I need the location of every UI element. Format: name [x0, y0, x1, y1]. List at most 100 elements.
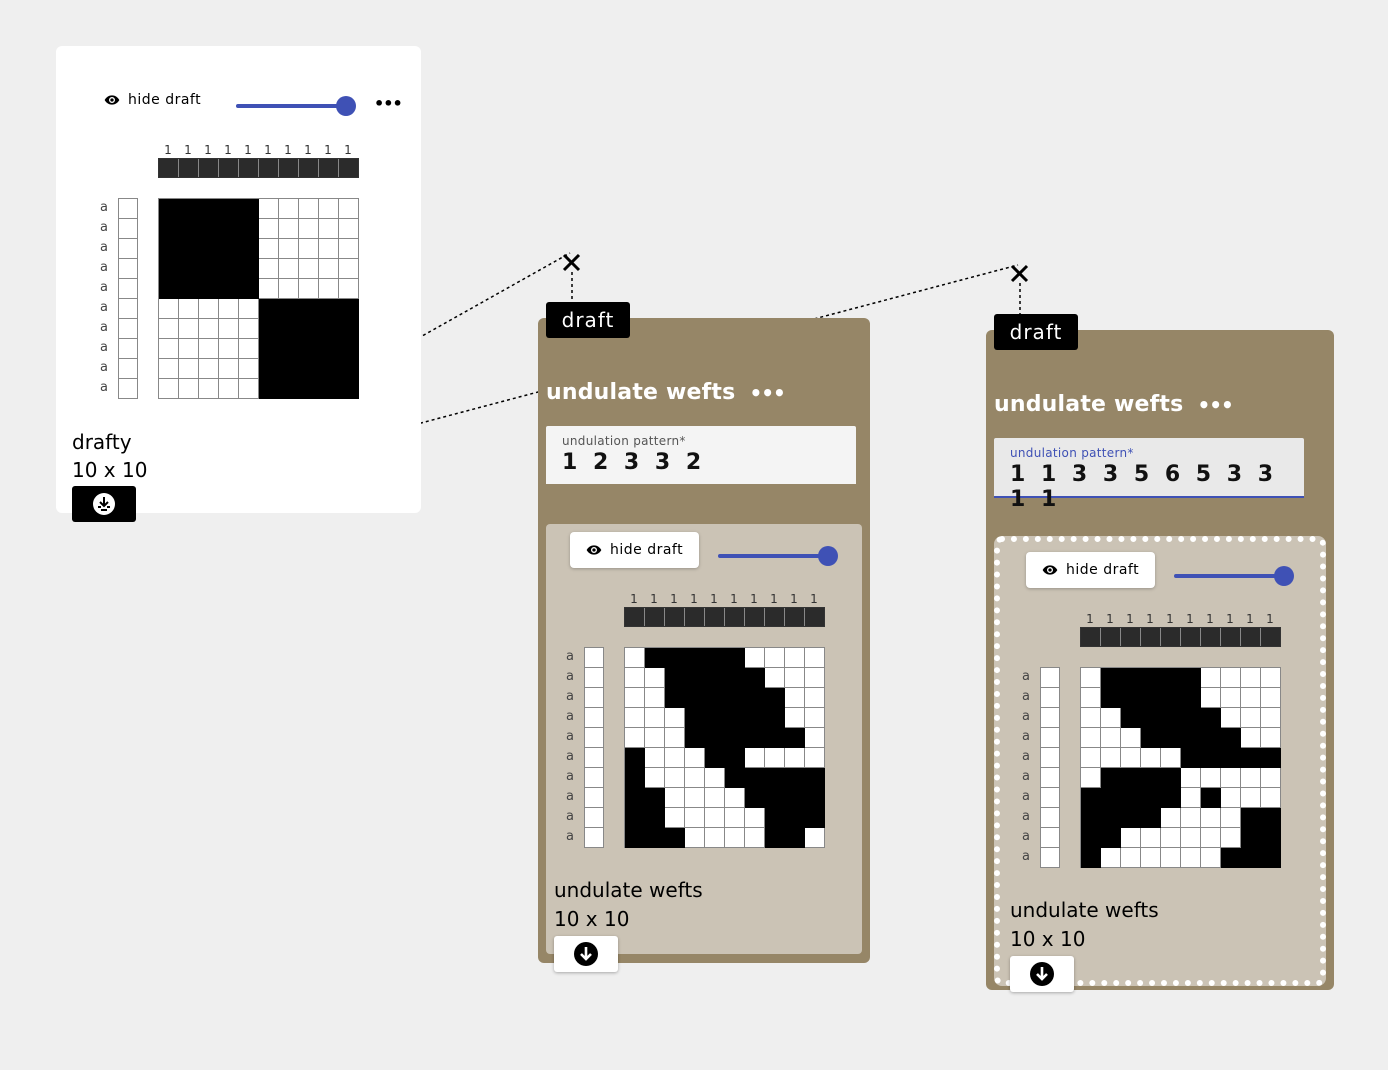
draft-cell[interactable]: [685, 728, 705, 748]
warp-materials-bar[interactable]: [624, 607, 825, 627]
draft-cell[interactable]: [319, 319, 339, 339]
draft-cell[interactable]: [219, 259, 239, 279]
draft-cell[interactable]: [805, 648, 825, 668]
draft-input-tag[interactable]: draft: [994, 314, 1078, 350]
draft-cell[interactable]: [1261, 708, 1281, 728]
weft-material-cell[interactable]: [119, 359, 137, 379]
draft-cell[interactable]: [219, 339, 239, 359]
draft-cell[interactable]: [299, 359, 319, 379]
draft-cell[interactable]: [1101, 828, 1121, 848]
draft-cell[interactable]: [665, 648, 685, 668]
draft-cell[interactable]: [1161, 728, 1181, 748]
draft-cell[interactable]: [665, 788, 685, 808]
draft-cell[interactable]: [199, 279, 219, 299]
draft-cell[interactable]: [1101, 788, 1121, 808]
draft-cell[interactable]: [1101, 748, 1121, 768]
draft-cell[interactable]: [239, 199, 259, 219]
draft-cell[interactable]: [1121, 768, 1141, 788]
undulation-pattern-field[interactable]: undulation pattern* 1 1 3 3 5 6 5 3 3 1 …: [994, 438, 1304, 512]
draft-cell[interactable]: [159, 199, 179, 219]
draft-cell[interactable]: [685, 768, 705, 788]
draft-cell[interactable]: [1201, 808, 1221, 828]
draft-cell[interactable]: [1161, 788, 1181, 808]
undulation-pattern-field[interactable]: undulation pattern* 1 2 3 3 2: [546, 426, 856, 484]
draft-cell[interactable]: [239, 319, 259, 339]
draft-cell[interactable]: [785, 688, 805, 708]
draft-cell[interactable]: [279, 239, 299, 259]
draft-cell[interactable]: [625, 768, 645, 788]
draft-cell[interactable]: [785, 748, 805, 768]
draft-cell[interactable]: [765, 708, 785, 728]
draft-cell[interactable]: [259, 279, 279, 299]
draft-cell[interactable]: [1261, 728, 1281, 748]
draft-cell[interactable]: [319, 279, 339, 299]
draft-cell[interactable]: [745, 648, 765, 668]
weft-material-cell[interactable]: [119, 199, 137, 219]
weft-material-cell[interactable]: [585, 828, 603, 847]
draft-cell[interactable]: [625, 648, 645, 668]
draft-cell[interactable]: [239, 259, 259, 279]
draft-cell[interactable]: [645, 688, 665, 708]
draft-cell[interactable]: [1141, 708, 1161, 728]
warp-material-cell[interactable]: [259, 159, 279, 177]
draft-cell[interactable]: [1261, 808, 1281, 828]
warp-material-cell[interactable]: [745, 608, 765, 626]
draft-cell[interactable]: [259, 359, 279, 379]
draft-cell[interactable]: [199, 199, 219, 219]
draft-cell[interactable]: [1161, 748, 1181, 768]
draft-cell[interactable]: [725, 808, 745, 828]
draft-cell[interactable]: [1141, 748, 1161, 768]
draft-cell[interactable]: [765, 788, 785, 808]
opacity-slider[interactable]: [236, 94, 356, 118]
warp-material-cell[interactable]: [665, 608, 685, 626]
draft-cell[interactable]: [645, 648, 665, 668]
draft-cell[interactable]: [685, 708, 705, 728]
draft-cell[interactable]: [199, 339, 219, 359]
draft-cell[interactable]: [1121, 828, 1141, 848]
draft-cell[interactable]: [159, 219, 179, 239]
draft-cell[interactable]: [239, 239, 259, 259]
draft-cell[interactable]: [1221, 728, 1241, 748]
weft-material-cell[interactable]: [119, 379, 137, 398]
draft-cell[interactable]: [1181, 748, 1201, 768]
draft-cell[interactable]: [1221, 848, 1241, 868]
draft-cell[interactable]: [1141, 768, 1161, 788]
draft-cell[interactable]: [239, 299, 259, 319]
draft-cell[interactable]: [259, 299, 279, 319]
more-horiz-icon[interactable]: •••: [374, 94, 403, 113]
draft-cell[interactable]: [805, 808, 825, 828]
weft-materials-column[interactable]: [118, 198, 138, 399]
weft-material-cell[interactable]: [119, 299, 137, 319]
draft-cell[interactable]: [625, 828, 645, 848]
warp-material-cell[interactable]: [219, 159, 239, 177]
draft-cell[interactable]: [1261, 688, 1281, 708]
draft-cell[interactable]: [1241, 828, 1261, 848]
draft-cell[interactable]: [805, 688, 825, 708]
weft-material-cell[interactable]: [119, 259, 137, 279]
draft-cell[interactable]: [645, 808, 665, 828]
draft-cell[interactable]: [745, 688, 765, 708]
draft-cell[interactable]: [1161, 768, 1181, 788]
warp-material-cell[interactable]: [279, 159, 299, 177]
draft-cell[interactable]: [1201, 708, 1221, 728]
draft-cell[interactable]: [705, 828, 725, 848]
draft-cell[interactable]: [1201, 688, 1221, 708]
draft-cell[interactable]: [319, 219, 339, 239]
draft-cell[interactable]: [1081, 688, 1101, 708]
draft-cell[interactable]: [745, 708, 765, 728]
draft-cell[interactable]: [705, 808, 725, 828]
draft-cell[interactable]: [665, 768, 685, 788]
draft-cell[interactable]: [645, 768, 665, 788]
more-horiz-icon[interactable]: •••: [1197, 392, 1233, 417]
warp-material-cell[interactable]: [725, 608, 745, 626]
draft-cell[interactable]: [1201, 828, 1221, 848]
weft-material-cell[interactable]: [1041, 768, 1059, 788]
draft-cell[interactable]: [705, 688, 725, 708]
weft-material-cell[interactable]: [585, 728, 603, 748]
weft-material-cell[interactable]: [585, 688, 603, 708]
draft-cell[interactable]: [339, 299, 359, 319]
draft-cell[interactable]: [1241, 688, 1261, 708]
draft-cell[interactable]: [1221, 748, 1241, 768]
draft-cell[interactable]: [625, 668, 645, 688]
warp-material-cell[interactable]: [1141, 628, 1161, 646]
